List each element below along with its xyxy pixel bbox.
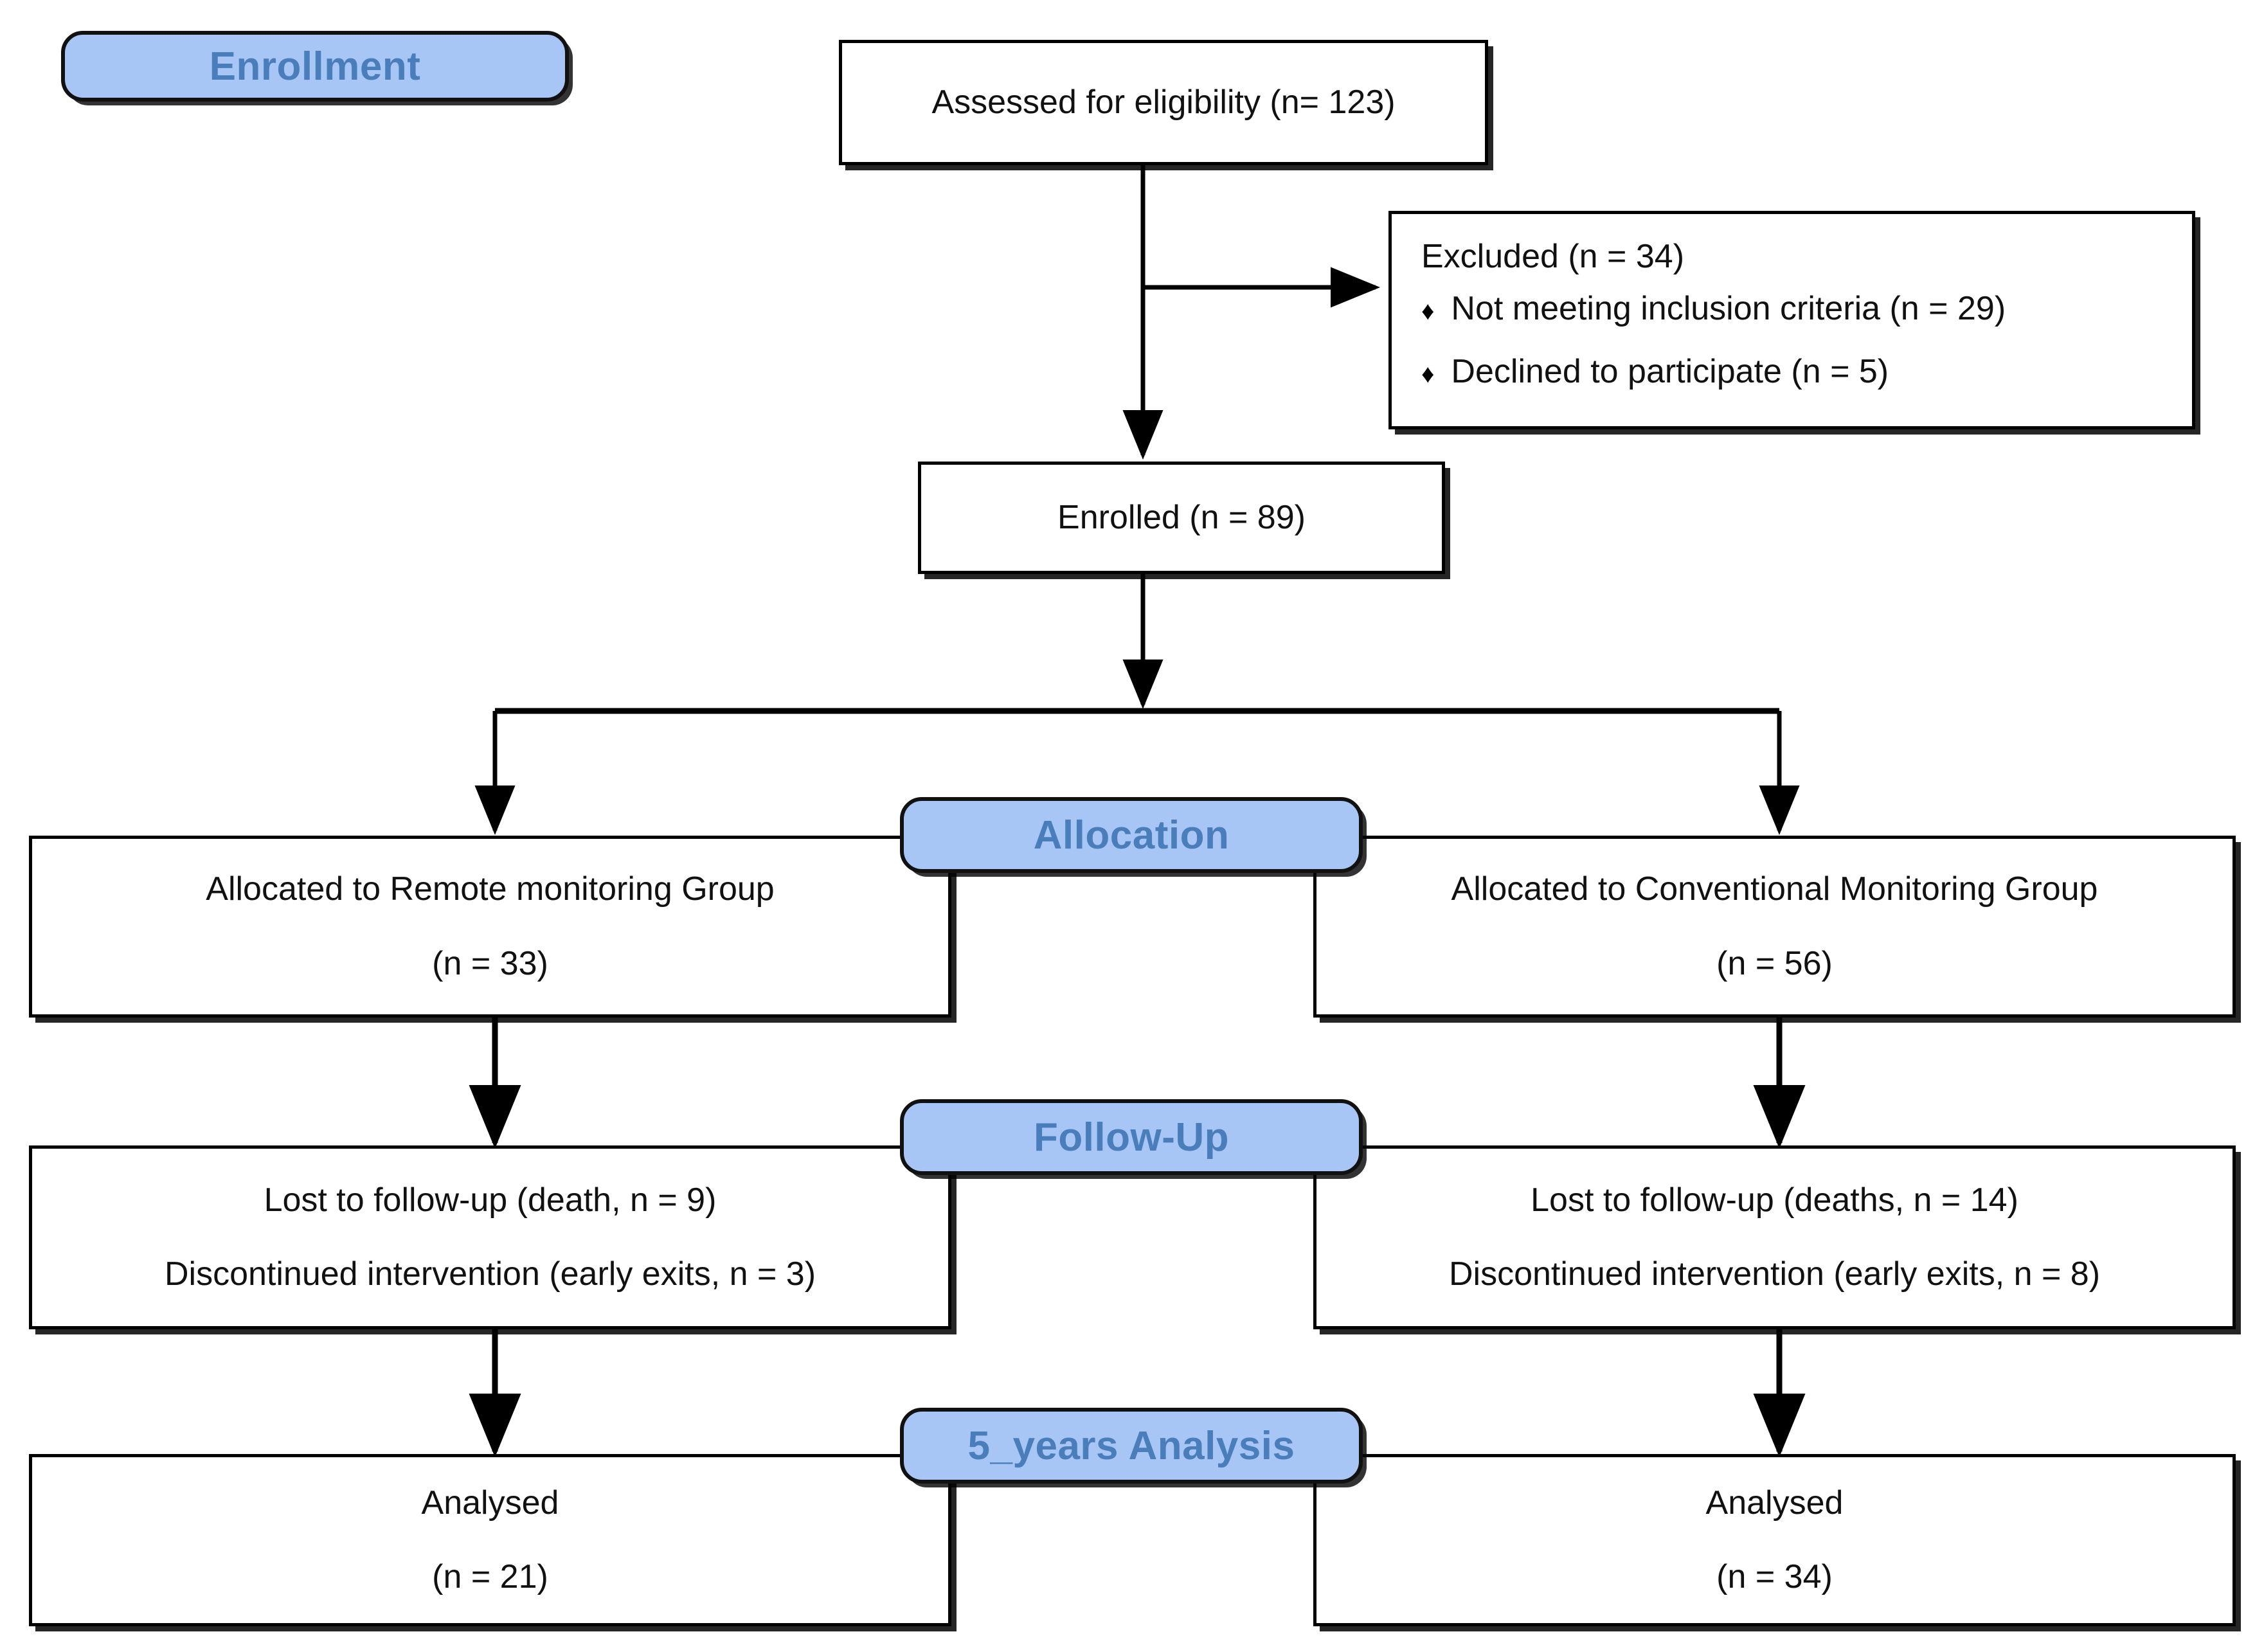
box-excluded-content: Excluded (n = 34) ♦ Not meeting inclusio… bbox=[1392, 214, 2006, 415]
box-followup-conventional-monitoring: Lost to follow-up (deaths, n = 14) Disco… bbox=[1313, 1145, 2236, 1329]
box-follow-right-line-1: Lost to follow-up (deaths, n = 14) bbox=[1531, 1181, 2018, 1219]
box-excluded-heading: Excluded (n = 34) bbox=[1421, 238, 1685, 275]
stage-badge-analysis: 5_years Analysis bbox=[900, 1408, 1363, 1484]
box-analysed-left-line-1: Analysed bbox=[421, 1484, 559, 1522]
stage-badge-allocation-label: Allocation bbox=[1033, 813, 1230, 857]
box-excluded-bullet-1-label: Not meeting inclusion criteria (n = 29) bbox=[1451, 290, 2006, 328]
box-enrolled-line-1: Enrolled (n = 89) bbox=[1057, 498, 1306, 536]
box-assessed-line-1: Assessed for eligibility (n= 123) bbox=[931, 83, 1396, 121]
box-follow-right-line-2: Discontinued intervention (early exits, … bbox=[1448, 1255, 2101, 1293]
box-follow-left-line-1: Lost to follow-up (death, n = 9) bbox=[264, 1181, 717, 1219]
stage-badge-followup: Follow-Up bbox=[900, 1099, 1363, 1175]
stage-badge-followup-label: Follow-Up bbox=[1033, 1115, 1230, 1160]
box-alloc-left-line-1: Allocated to Remote monitoring Group bbox=[206, 870, 775, 908]
box-analysed-conventional-monitoring: Analysed (n = 34) bbox=[1313, 1454, 2236, 1626]
box-excluded-bullet-2-label: Declined to participate (n = 5) bbox=[1451, 352, 1889, 390]
box-enrolled: Enrolled (n = 89) bbox=[918, 462, 1445, 574]
box-alloc-left-line-2: (n = 33) bbox=[432, 944, 548, 982]
box-analysed-right-line-1: Analysed bbox=[1705, 1484, 1844, 1522]
diamond-bullet-icon: ♦ bbox=[1421, 297, 1435, 326]
stage-badge-enrollment: Enrollment bbox=[61, 31, 569, 102]
box-follow-left-line-2: Discontinued intervention (early exits, … bbox=[164, 1255, 816, 1293]
box-analysed-right-line-2: (n = 34) bbox=[1716, 1558, 1833, 1595]
box-excluded: Excluded (n = 34) ♦ Not meeting inclusio… bbox=[1388, 211, 2195, 429]
box-allocated-conventional-monitoring: Allocated to Conventional Monitoring Gro… bbox=[1313, 836, 2236, 1018]
box-followup-remote-monitoring: Lost to follow-up (death, n = 9) Discont… bbox=[29, 1145, 951, 1329]
box-assessed-for-eligibility: Assessed for eligibility (n= 123) bbox=[839, 40, 1488, 165]
box-excluded-bullet-1: ♦ Not meeting inclusion criteria (n = 29… bbox=[1421, 289, 2006, 341]
box-allocated-remote-monitoring: Allocated to Remote monitoring Group (n … bbox=[29, 836, 951, 1018]
diamond-bullet-icon: ♦ bbox=[1421, 359, 1435, 388]
box-excluded-bullet-2: ♦ Declined to participate (n = 5) bbox=[1421, 352, 2006, 404]
box-analysed-remote-monitoring: Analysed (n = 21) bbox=[29, 1454, 951, 1626]
stage-badge-allocation: Allocation bbox=[900, 797, 1363, 873]
box-alloc-right-line-2: (n = 56) bbox=[1716, 944, 1833, 982]
box-alloc-right-line-1: Allocated to Conventional Monitoring Gro… bbox=[1451, 870, 2098, 908]
box-analysed-left-line-2: (n = 21) bbox=[432, 1558, 548, 1595]
stage-badge-analysis-label: 5_years Analysis bbox=[967, 1423, 1295, 1468]
stage-badge-enrollment-label: Enrollment bbox=[209, 44, 421, 89]
